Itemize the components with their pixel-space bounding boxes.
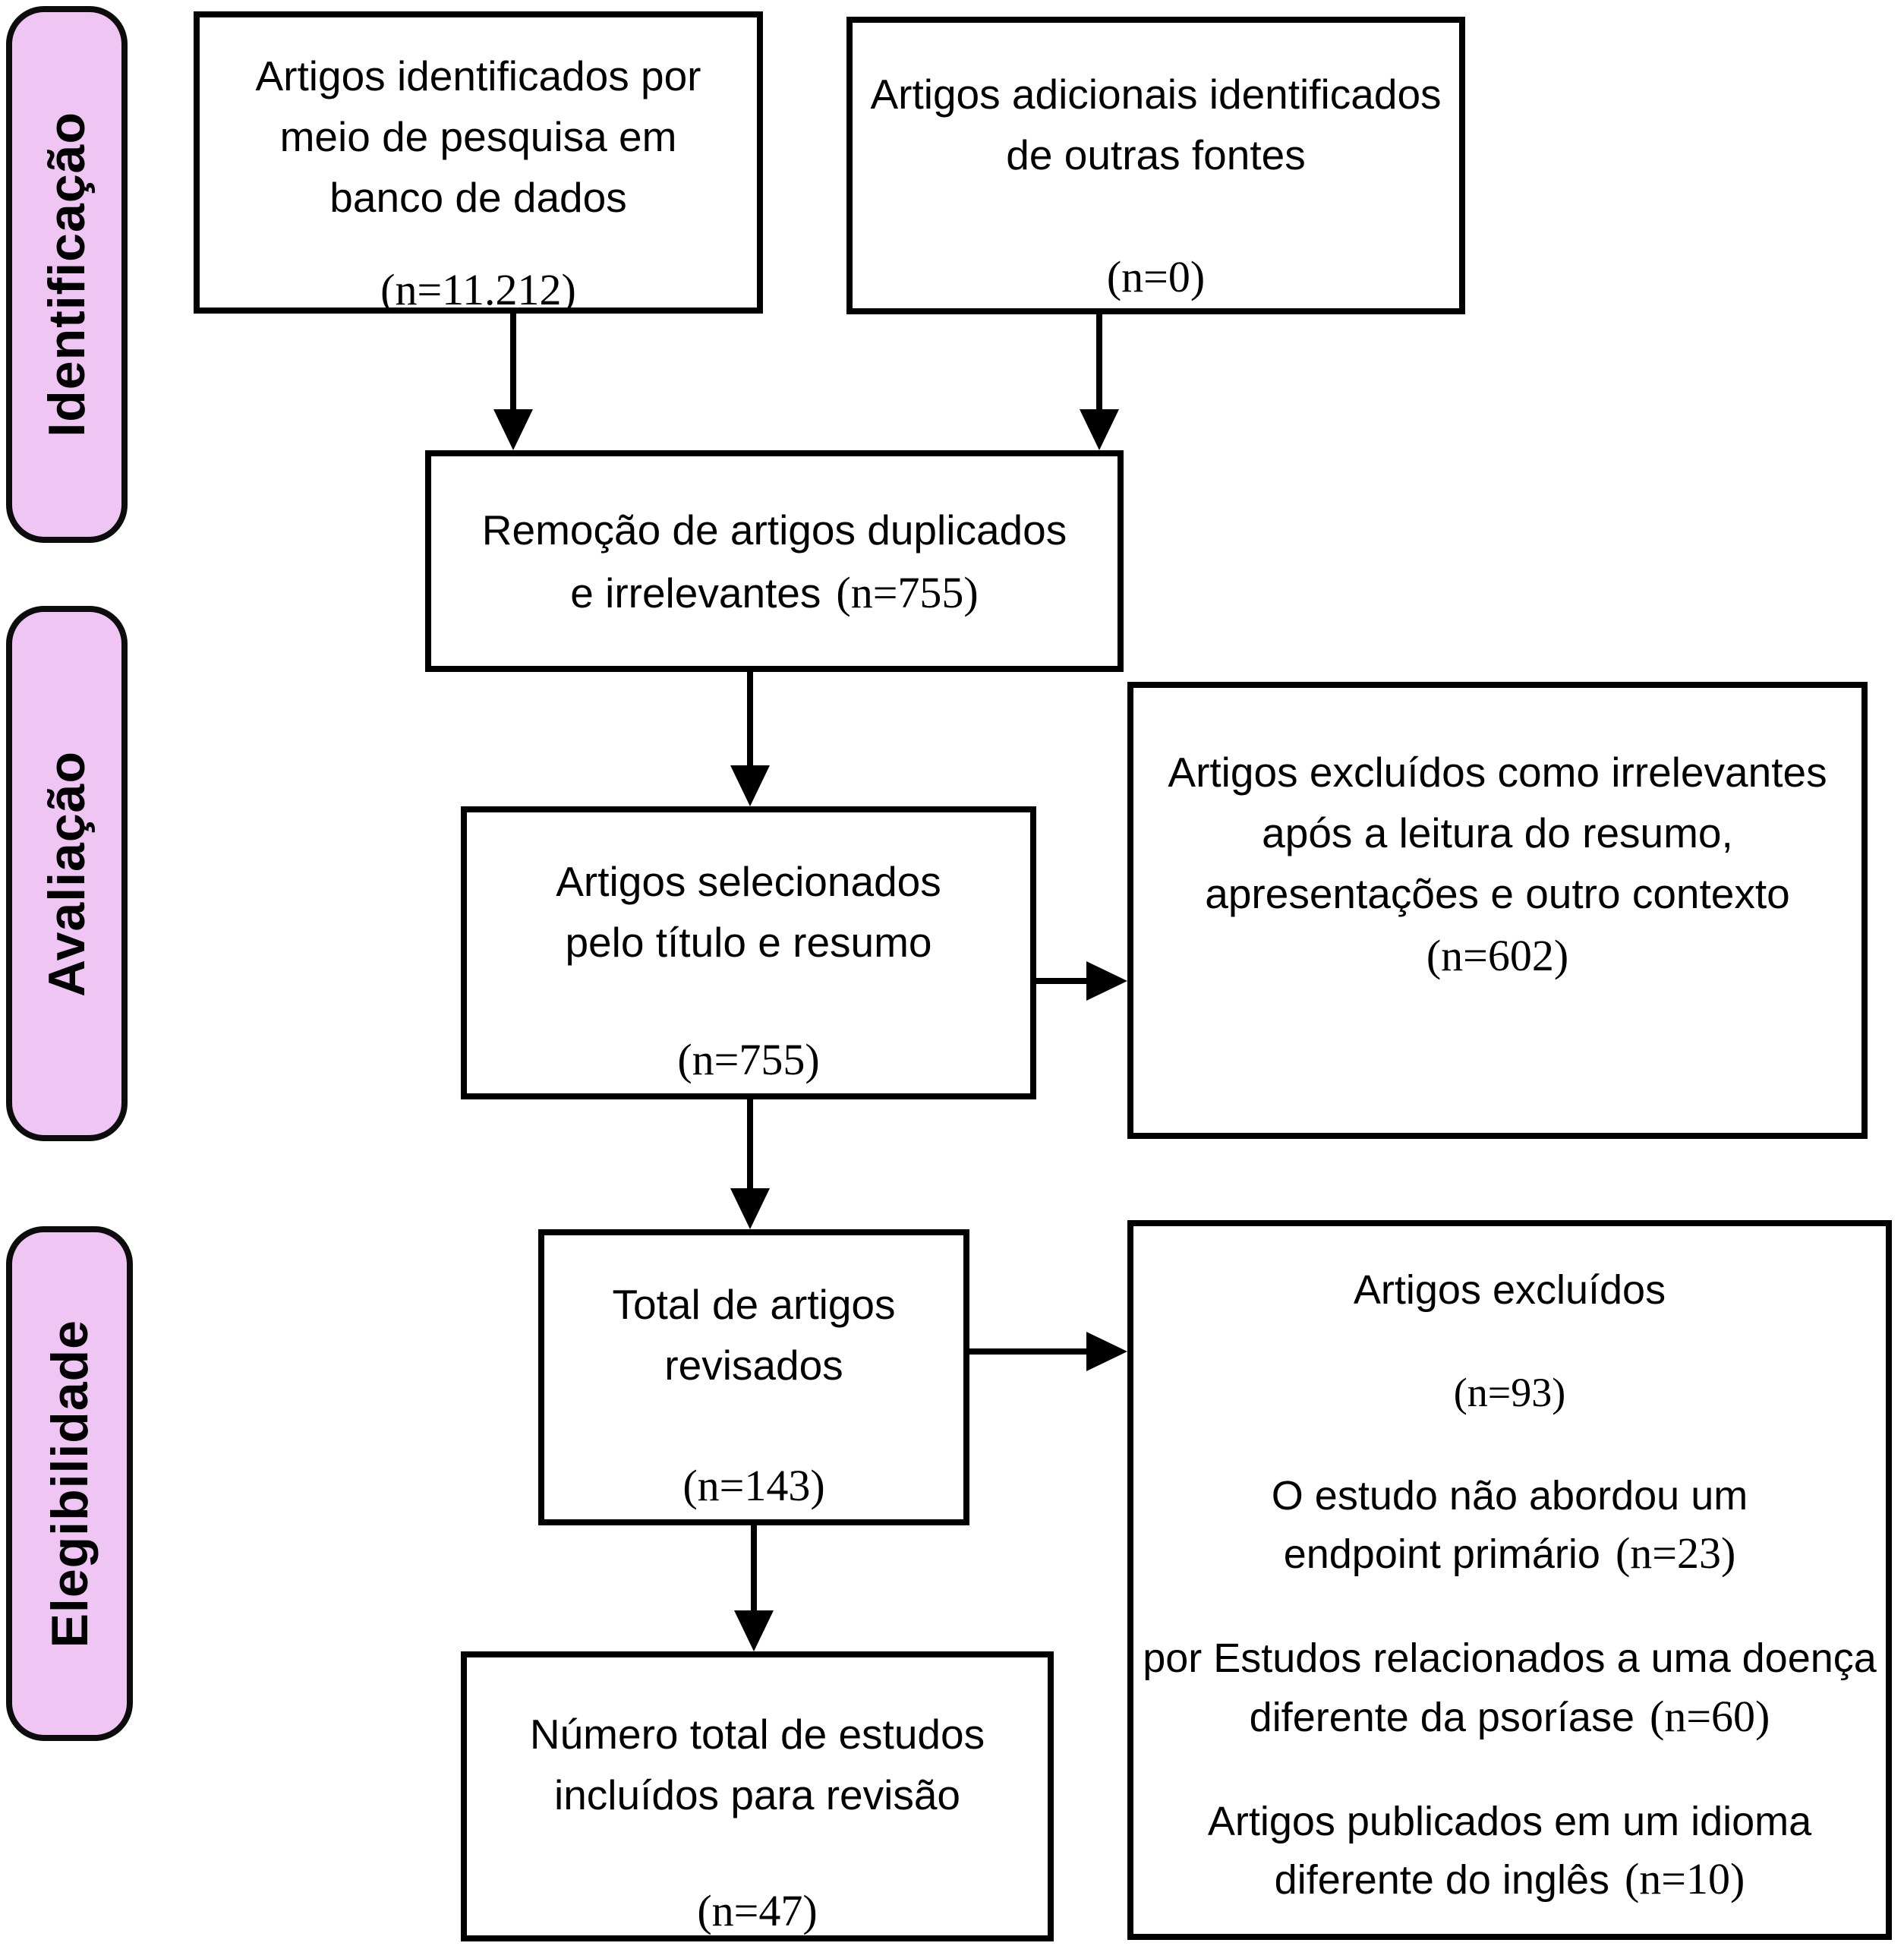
box-excluded-after-review: Artigos excluídos (n=93) O estudo não ab… (1127, 1220, 1892, 1940)
text-line: O estudo não abordou um (1271, 1472, 1748, 1519)
box-text: Remoção de artigos duplicados e irreleva… (431, 500, 1117, 625)
stage-label: Identificação (38, 112, 96, 437)
exclusion-reason: Artigos publicados em um idioma diferent… (1133, 1794, 1886, 1910)
stage-avaliacao: Avaliação (6, 606, 128, 1141)
stage-label: Elegibilidade (40, 1319, 99, 1648)
box-text: Artigos selecionados pelo título e resum… (467, 852, 1030, 1092)
text-line: revisados (664, 1341, 843, 1389)
exclusion-title: Artigos excluídos (1353, 1267, 1666, 1313)
box-text: Artigos identificados por meio de pesqui… (200, 46, 757, 322)
box-text: Artigos adicionais identificados de outr… (853, 65, 1459, 309)
stage-identificacao: Identificação (6, 6, 128, 543)
text-fragment: endpoint primário (1283, 1531, 1600, 1578)
arrow-head-down-icon (493, 409, 533, 450)
text-line: banco de dados (329, 173, 627, 221)
text-line: Número total de estudos (529, 1711, 985, 1758)
arrow-head-down-icon (730, 1188, 770, 1229)
text-line: Artigos excluídos como irrelevantes (1168, 749, 1827, 796)
text-line: apresentações e outro contexto (1205, 869, 1790, 917)
text-line: após a leitura do resumo, (1262, 809, 1733, 856)
text-line: e irrelevantes (n=755) (431, 561, 1117, 625)
arrow-line (964, 1348, 1092, 1355)
box-title-abstract-screen: Artigos selecionados pelo título e resum… (461, 806, 1036, 1099)
arrow-head-down-icon (1080, 409, 1119, 450)
arrow-line (747, 1099, 753, 1192)
text-line: por Estudos relacionados a uma doença (1143, 1635, 1877, 1682)
text-line: Total de artigos (612, 1281, 896, 1328)
text-line: endpoint primário (n=23) (1133, 1524, 1886, 1584)
text-line: pelo título e resumo (565, 918, 932, 966)
text-line: incluídos para revisão (553, 1771, 960, 1818)
arrow-head-right-icon (1086, 961, 1127, 1001)
count-label: (n=11.212) (380, 265, 576, 315)
text-line: diferente do inglês (n=10) (1133, 1850, 1886, 1910)
box-text: Número total de estudos incluídos para r… (467, 1705, 1048, 1943)
box-excluded-after-abstract: Artigos excluídos como irrelevantes após… (1127, 682, 1868, 1139)
stage-elegibilidade: Elegibilidade (6, 1226, 133, 1741)
count-label: (n=10) (1624, 1853, 1745, 1903)
exclusion-reason: O estudo não abordou um endpoint primári… (1133, 1468, 1886, 1584)
text-fragment: diferente da psoríase (1249, 1694, 1634, 1740)
text-line: de outras fontes (1006, 131, 1306, 178)
text-fragment: diferente do inglês (1274, 1856, 1609, 1903)
box-duplicates-removed: Remoção de artigos duplicados e irreleva… (425, 450, 1124, 672)
text-line: Artigos adicionais identificados (870, 71, 1442, 118)
text-line: Artigos selecionados (556, 858, 941, 905)
arrow-line (1031, 978, 1092, 984)
count-label: (n=23) (1615, 1528, 1736, 1579)
count-label: (n=93) (1453, 1370, 1566, 1416)
box-text: Artigos excluídos (n=93) O estudo não ab… (1133, 1263, 1886, 1910)
box-other-sources: Artigos adicionais identificados de outr… (846, 17, 1465, 314)
arrow-head-down-icon (734, 1610, 774, 1651)
arrow-line (747, 672, 753, 768)
text-line: diferente da psoríase (n=60) (1133, 1687, 1886, 1747)
count-label: (n=755) (836, 567, 979, 617)
exclusion-reason: por Estudos relacionados a uma doença di… (1133, 1631, 1886, 1746)
text-fragment: e irrelevantes (570, 569, 821, 617)
box-text: Artigos excluídos como irrelevantes após… (1133, 743, 1861, 988)
count-label: (n=47) (697, 1885, 818, 1935)
arrow-line (510, 314, 516, 414)
box-included-studies: Número total de estudos incluídos para r… (461, 1651, 1054, 1941)
text-line: meio de pesquisa em (279, 112, 677, 160)
arrow-line (1096, 314, 1102, 414)
stage-label: Avaliação (38, 750, 96, 997)
count-label: (n=755) (677, 1034, 820, 1084)
box-database-search: Artigos identificados por meio de pesqui… (194, 11, 763, 314)
arrow-line (751, 1525, 757, 1615)
count-label: (n=0) (1106, 251, 1206, 301)
text-line: Artigos identificados por (255, 52, 701, 99)
count-label: (n=602) (1426, 931, 1569, 981)
text-line: Remoção de artigos duplicados (481, 506, 1067, 554)
arrow-head-right-icon (1086, 1332, 1127, 1371)
box-total-reviewed: Total de artigos revisados (n=143) (538, 1229, 969, 1525)
count-label: (n=143) (682, 1460, 825, 1510)
count-label: (n=60) (1650, 1691, 1770, 1741)
arrow-head-down-icon (730, 765, 770, 806)
text-line: Artigos publicados em um idioma (1207, 1798, 1812, 1844)
box-text: Total de artigos revisados (n=143) (544, 1275, 963, 1518)
